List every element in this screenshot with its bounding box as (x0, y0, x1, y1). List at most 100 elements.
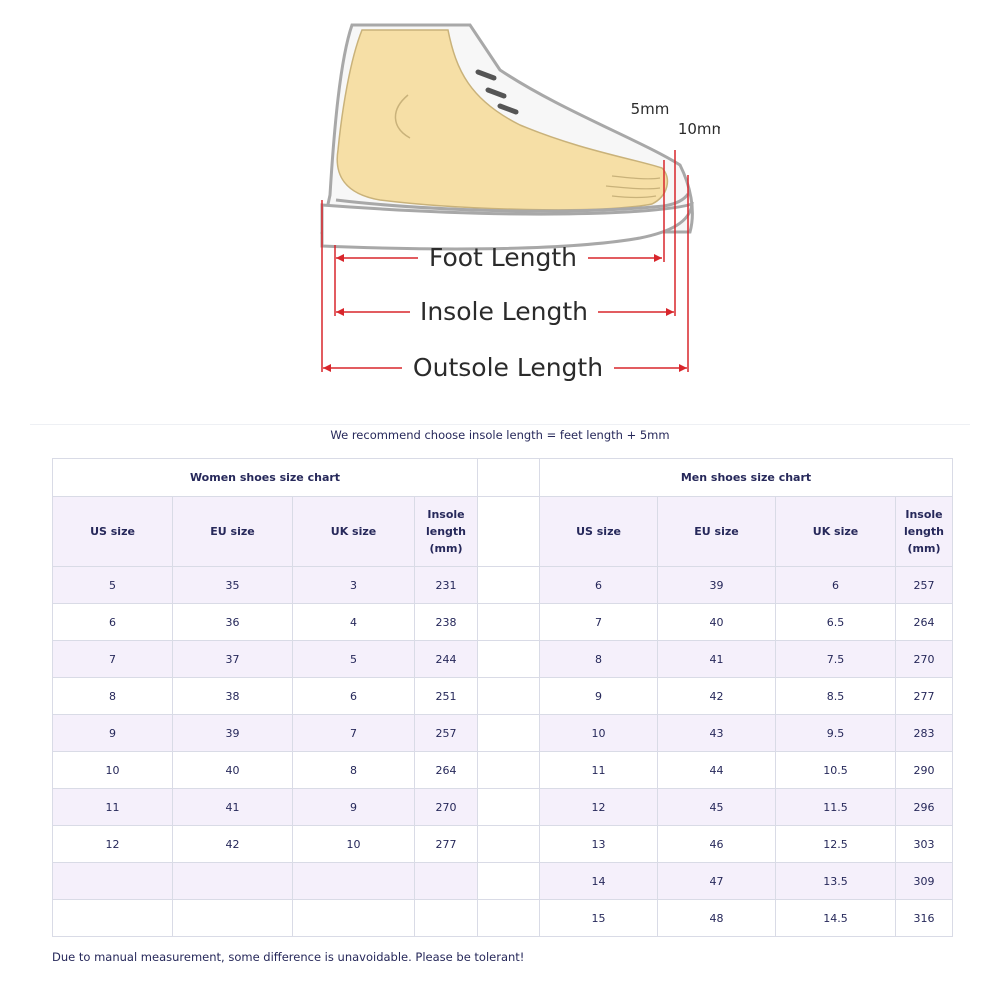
women-eu-cell: 40 (172, 751, 293, 789)
lace-2 (485, 87, 507, 99)
women-us-cell: 10 (52, 751, 173, 789)
men-eu-cell: 40 (657, 603, 776, 641)
insole-header-line: length (425, 525, 467, 538)
men-insole-cell: 309 (895, 862, 953, 900)
women-insole-header: Insole length (mm) (414, 496, 478, 567)
women-chart-title: Women shoes size chart (52, 458, 478, 497)
women-us-cell (52, 862, 173, 900)
women-eu-header: EU size (172, 496, 293, 567)
ankle-line (394, 94, 411, 139)
men-insole-cell: 257 (895, 566, 953, 604)
insole-header-line: Insole (427, 508, 465, 521)
men-insole-header: Insole length (mm) (895, 496, 953, 567)
women-eu-cell: 41 (172, 788, 293, 826)
men-uk-cell: 9.5 (775, 714, 896, 752)
spacer-cell (477, 862, 540, 900)
men-uk-cell: 10.5 (775, 751, 896, 789)
women-insole-cell (414, 899, 478, 937)
insole-header-line: length (903, 525, 945, 538)
women-eu-cell: 36 (172, 603, 293, 641)
women-us-cell: 6 (52, 603, 173, 641)
women-uk-cell: 10 (292, 825, 415, 863)
arrowhead (679, 364, 687, 372)
women-insole-cell: 277 (414, 825, 478, 863)
arrowhead (336, 308, 344, 316)
men-us-cell: 7 (539, 603, 658, 641)
men-eu-cell: 41 (657, 640, 776, 678)
women-insole-cell: 257 (414, 714, 478, 752)
spacer-cell (477, 677, 540, 715)
men-us-cell: 11 (539, 751, 658, 789)
women-uk-cell: 8 (292, 751, 415, 789)
men-chart-title: Men shoes size chart (539, 458, 953, 497)
women-eu-cell: 37 (172, 640, 293, 678)
men-uk-cell: 6.5 (775, 603, 896, 641)
table-title-row: Women shoes size chart Men shoes size ch… (52, 458, 953, 497)
men-insole-cell: 316 (895, 899, 953, 937)
section-divider (30, 424, 970, 425)
foot-length-label: Foot Length (429, 243, 577, 272)
shoe-measurement-diagram: Foot Length Insole Length Outsole Length… (300, 10, 726, 395)
men-eu-cell: 43 (657, 714, 776, 752)
outsole-length-label: Outsole Length (413, 353, 603, 382)
spacer-cell (477, 751, 540, 789)
women-uk-header: UK size (292, 496, 415, 567)
recommendation-text: We recommend choose insole length = feet… (330, 428, 670, 442)
insole-header-line: (mm) (429, 542, 463, 555)
men-eu-cell: 45 (657, 788, 776, 826)
women-us-cell: 9 (52, 714, 173, 752)
women-insole-cell: 251 (414, 677, 478, 715)
women-uk-cell: 4 (292, 603, 415, 641)
women-insole-cell: 231 (414, 566, 478, 604)
men-insole-cell: 264 (895, 603, 953, 641)
women-us-cell: 7 (52, 640, 173, 678)
spacer-cell (477, 714, 540, 752)
outsole (320, 201, 694, 251)
insole (335, 193, 690, 213)
foot-shape (336, 29, 669, 211)
men-eu-cell: 44 (657, 751, 776, 789)
women-eu-cell (172, 862, 293, 900)
men-uk-cell: 7.5 (775, 640, 896, 678)
insole-length-label: Insole Length (420, 297, 588, 326)
women-insole-cell: 270 (414, 788, 478, 826)
men-eu-cell: 48 (657, 899, 776, 937)
women-uk-cell (292, 899, 415, 937)
spacer-cell (477, 899, 540, 937)
men-eu-cell: 39 (657, 566, 776, 604)
insole-header-line: (mm) (907, 542, 941, 555)
men-uk-cell: 14.5 (775, 899, 896, 937)
men-uk-cell: 8.5 (775, 677, 896, 715)
spacer-cell (477, 458, 540, 497)
women-uk-cell: 9 (292, 788, 415, 826)
men-insole-cell: 290 (895, 751, 953, 789)
men-us-cell: 9 (539, 677, 658, 715)
men-uk-cell: 12.5 (775, 825, 896, 863)
women-us-cell: 12 (52, 825, 173, 863)
lace-1 (475, 69, 497, 81)
women-uk-cell (292, 862, 415, 900)
men-uk-cell: 13.5 (775, 862, 896, 900)
women-us-cell (52, 899, 173, 937)
women-uk-cell: 7 (292, 714, 415, 752)
women-insole-cell: 244 (414, 640, 478, 678)
spacer-cell (477, 788, 540, 826)
men-us-header: US size (539, 496, 658, 567)
insole-header-line: Insole (905, 508, 943, 521)
men-uk-header: UK size (775, 496, 896, 567)
men-insole-cell: 270 (895, 640, 953, 678)
spacer-cell (477, 640, 540, 678)
gap-10mm-label: 10mm (678, 120, 720, 138)
women-insole-cell: 264 (414, 751, 478, 789)
men-us-cell: 8 (539, 640, 658, 678)
men-insole-cell: 296 (895, 788, 953, 826)
women-eu-cell: 38 (172, 677, 293, 715)
men-insole-cell: 277 (895, 677, 953, 715)
